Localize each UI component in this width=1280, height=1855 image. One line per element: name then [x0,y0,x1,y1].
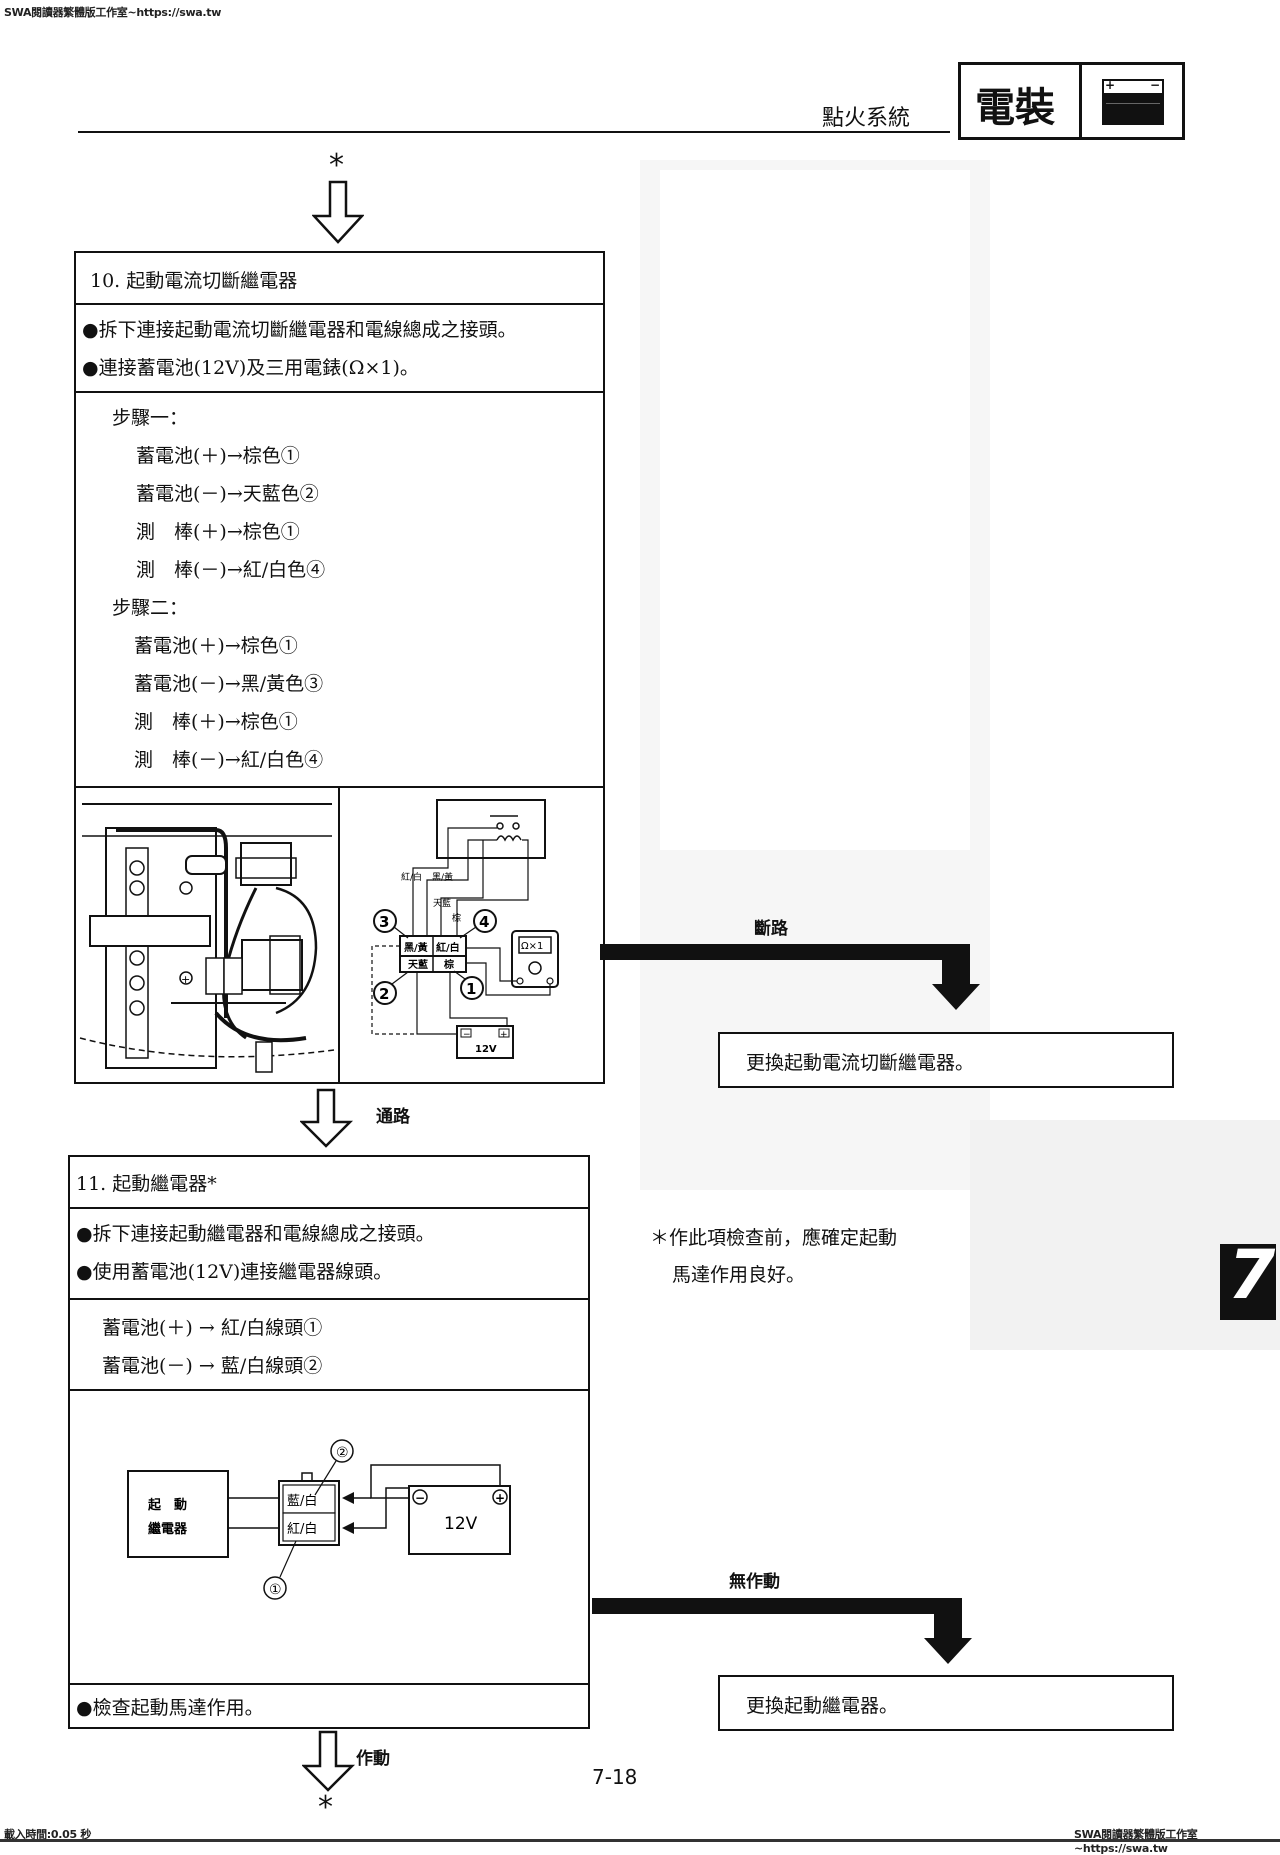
bottom-scan-edge [0,1839,1280,1842]
svg-text:12V: 12V [444,1514,478,1534]
svg-text:黑/黃: 黑/黃 [432,871,453,883]
svg-text:紅/白: 紅/白 [436,941,460,954]
watermark-bottom-left: 載入時間:0.05 秒 [4,1828,92,1841]
svg-text:黑/黃: 黑/黃 [404,941,428,954]
svg-text:棕: 棕 [443,958,454,971]
step11-fail-action-box: 更換起動繼電器。 [718,1675,1174,1731]
step11-title: 11. 起動繼電器* [76,1173,217,1195]
step10-title: 10. 起動電流切斷繼電器 [90,270,298,292]
stage1-line: 測 棒(＋)→棕色① [136,521,300,543]
step10-bullet-2: ●連接蓄電池(12V)及三用電錶(Ω×1)。 [82,357,419,379]
step10-bullet-1: ●拆下連接起動電流切斷繼電器和電線總成之接頭。 [82,319,517,341]
chapter-title: 電裝 [975,85,1055,131]
stage2-line: 蓄電池(－)→黑/黃色③ [134,673,324,695]
svg-text:棕: 棕 [452,912,461,924]
step10-fail-action: 更換起動電流切斷繼電器。 [746,1052,975,1074]
scan-shading-inner [660,170,970,850]
end-marker: * [318,1790,333,1825]
battery-icon: + − [1102,78,1164,125]
svg-text:4: 4 [479,913,489,931]
stage2-line: 蓄電池(＋)→棕色① [134,635,298,657]
svg-text:紅/白: 紅/白 [401,871,422,883]
relay-location-illustration: + [76,788,338,1082]
down-arrow-icon [302,1730,356,1792]
svg-text:起 動: 起 動 [147,1497,187,1513]
stage1-line: 測 棒(－)→紅/白色④ [136,559,326,581]
svg-text:1: 1 [466,980,476,998]
step11-panel: 11. 起動繼電器* ●拆下連接起動繼電器和電線總成之接頭。 ●使用蓄電池(12… [68,1155,590,1729]
step11-check: ●檢查起動馬達作用。 [76,1697,264,1719]
starter-relay-wiring-diagram: 起 動 繼電器 藍/白 紅/白 ② ① − + 12V [127,1439,511,1600]
step11-connection-1: 蓄電池(＋) → 紅/白線頭① [102,1317,323,1339]
step11-fail-label: 無作動 [729,1572,780,1592]
chapter-tab: 7 [1220,1242,1276,1320]
watermark-top-left: SWA閱讀器繁體版工作室~https://swa.tw [4,6,222,19]
svg-text:+: + [500,1030,508,1040]
stage1-line: 蓄電池(＋)→棕色① [136,445,300,467]
chapter-icon-box: + − [1079,62,1185,140]
stage1-label: 步驟一： [112,407,189,429]
stage2-line: 測 棒(－)→紅/白色④ [134,749,324,771]
cutoff-relay-wiring-diagram: 黑/黃 紅/白 天藍 棕 紅/白 黑/黃 天藍 棕 3 4 2 1 Ω×1 − [340,788,603,1082]
svg-text:−: − [415,1491,425,1505]
svg-text:紅/白: 紅/白 [287,1521,317,1537]
down-arrow-icon [312,180,364,244]
svg-text:12V: 12V [475,1044,497,1055]
step10-fail-label: 斷路 [754,919,788,939]
step11-fail-action: 更換起動繼電器。 [746,1695,899,1717]
svg-text:Ω×1: Ω×1 [521,941,543,952]
header-rule [78,131,950,133]
step11-pass-label: 作動 [356,1749,390,1769]
svg-text:繼電器: 繼電器 [148,1521,188,1537]
stage2-line: 測 棒(＋)→棕色① [134,711,298,733]
svg-text:天藍: 天藍 [408,958,428,971]
step10-fail-action-box: 更換起動電流切斷繼電器。 [718,1032,1174,1088]
svg-text:−: − [463,1030,471,1040]
fail-branch-arrow-icon [600,944,980,1010]
section-title: 點火系統 [822,106,911,131]
step11-bullet-2: ●使用蓄電池(12V)連接繼電器線頭。 [76,1261,393,1283]
down-arrow-icon [300,1088,354,1148]
step10-panel: 10. 起動電流切斷繼電器 ●拆下連接起動電流切斷繼電器和電線總成之接頭。 ●連… [74,251,605,1084]
fail-branch-arrow-icon [592,1598,972,1664]
svg-text:①: ① [269,1582,282,1598]
svg-text:2: 2 [379,985,389,1003]
step11-bullet-1: ●拆下連接起動繼電器和電線總成之接頭。 [76,1223,435,1245]
note-line-2: 馬達作用良好。 [672,1264,806,1286]
svg-text:天藍: 天藍 [433,897,451,909]
svg-text:+: + [495,1491,505,1505]
svg-text:+: + [181,973,190,986]
note-line-1: ＊作此項檢查前，應確定起動 [650,1227,898,1249]
stage2-label: 步驟二： [112,597,189,619]
svg-text:藍/白: 藍/白 [287,1493,317,1509]
chapter-title-box: 電裝 [958,62,1082,140]
step11-connection-2: 蓄電池(－) → 藍/白線頭② [102,1355,323,1377]
page-number: 7-18 [592,1765,638,1789]
stage1-line: 蓄電池(－)→天藍色② [136,483,319,505]
svg-text:3: 3 [379,913,389,931]
start-marker: * [329,148,344,183]
step10-pass-label: 通路 [376,1107,410,1127]
svg-text:②: ② [336,1445,349,1461]
